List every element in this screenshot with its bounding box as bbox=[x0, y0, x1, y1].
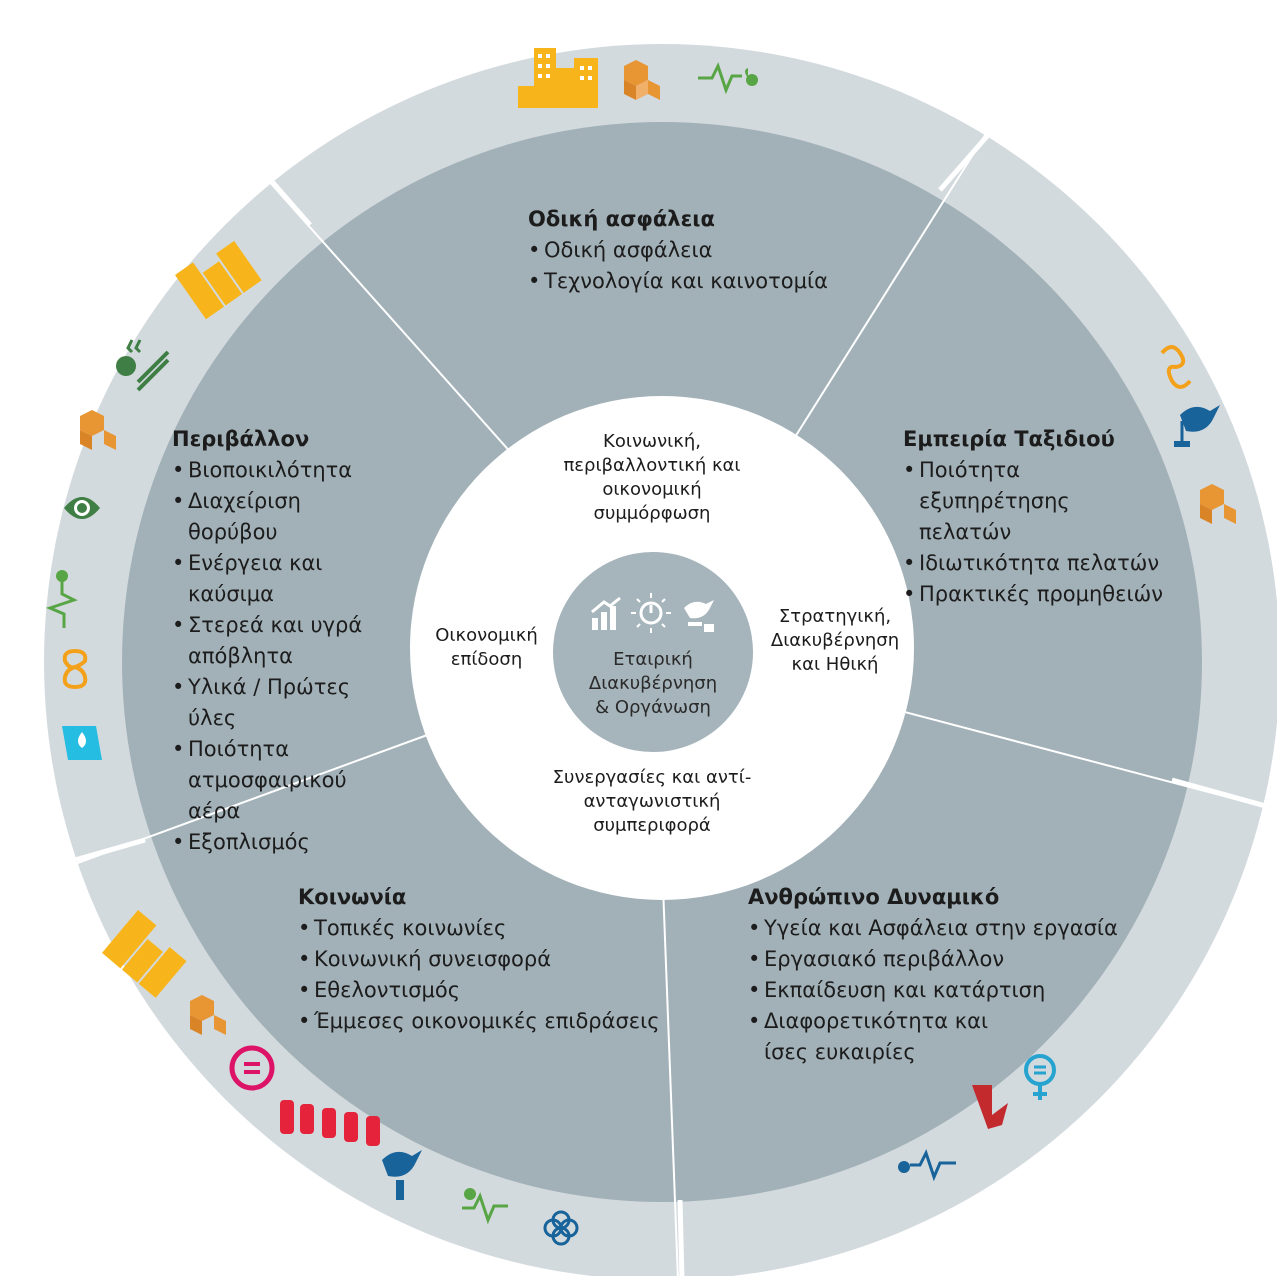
inner-ring-bottom-label: Συνεργασίες και αντί-ανταγωνιστική συμπε… bbox=[552, 767, 752, 836]
sustainable-cities-icon bbox=[518, 48, 598, 108]
hub-label: Εταιρική Διακυβέρνηση & Οργάνωση bbox=[588, 649, 718, 718]
life-on-land-icon bbox=[64, 497, 100, 519]
list-item: Εξοπλισμός bbox=[172, 827, 392, 858]
reduced-inequalities-icon bbox=[229, 1045, 275, 1091]
infinity-partnership-icon bbox=[62, 649, 88, 690]
segment-title: Εμπειρία Ταξιδιού bbox=[903, 427, 1115, 451]
no-poverty-icon bbox=[280, 1100, 380, 1146]
segment-title: Οδική ασφάλεια bbox=[528, 207, 715, 231]
partnership-flower-icon bbox=[543, 1210, 579, 1246]
segment-road-safety: Οδική ασφάλεια Οδική ασφάλεια Τεχνολογία… bbox=[528, 204, 828, 297]
list-item: Διαχείριση θορύβου bbox=[172, 486, 392, 548]
list-item: Ποιότητα ατμοσφαιρικού αέρα bbox=[172, 734, 358, 827]
list-item: Εργασιακό περιβάλλον bbox=[748, 944, 1118, 975]
segment-society: Κοινωνία Τοπικές κοινωνίες Κοινωνική συν… bbox=[298, 882, 668, 1037]
segment-title: Ανθρώπινο Δυναμικό bbox=[748, 885, 1000, 909]
growth-chart-icon bbox=[591, 596, 621, 630]
inner-ring-top-label: Κοινωνική, περιβαλλοντική και οικονομική… bbox=[563, 431, 741, 524]
health-heartbeat-icon bbox=[462, 1188, 508, 1225]
list-item: Τεχνολογία και καινοτομία bbox=[528, 266, 828, 297]
gender-equality-icon bbox=[1024, 1054, 1056, 1100]
health-heartbeat-icon bbox=[898, 1149, 956, 1182]
list-item: Κοινωνική συνεισφορά bbox=[298, 944, 668, 975]
list-item: Ποιότητα εξυπηρέτησης πελατών bbox=[903, 455, 1159, 548]
decent-work-icon bbox=[972, 1085, 1008, 1129]
sustainable-cities-icon bbox=[102, 910, 187, 998]
consumption-cubes-icon bbox=[1200, 484, 1236, 524]
list-item: Ενέργεια και καύσιμα bbox=[172, 548, 392, 610]
list-item: Οδική ασφάλεια bbox=[528, 235, 828, 266]
list-item: Ιδιωτικότητα πελατών bbox=[903, 548, 1173, 579]
list-item: Διαφορετικότητα και ίσες ευκαιρίες bbox=[748, 1006, 1034, 1068]
consumption-cubes-icon bbox=[80, 410, 116, 450]
list-item: Βιοποικιλότητα bbox=[172, 455, 392, 486]
list-item: Έμμεσες οικονομικές επιδράσεις bbox=[298, 1006, 668, 1037]
health-heartbeat-icon bbox=[698, 62, 758, 95]
climate-action-icon bbox=[116, 339, 170, 392]
list-item: Τοπικές κοινωνίες bbox=[298, 913, 668, 944]
consumption-cubes-icon bbox=[624, 60, 660, 100]
list-item: Πρακτικές προμηθειών bbox=[903, 579, 1173, 610]
segment-title: Κοινωνία bbox=[298, 885, 407, 909]
clean-water-icon bbox=[62, 726, 102, 760]
peace-justice-icon bbox=[382, 1150, 422, 1200]
inner-ring-right-label: Στρατηγική, Διακυβέρνηση και Ηθική bbox=[770, 606, 900, 675]
segment-title: Περιβάλλον bbox=[172, 427, 310, 451]
sustainable-cities-icon bbox=[175, 240, 262, 320]
segment-travel-experience: Εμπειρία Ταξιδιού Ποιότητα εξυπηρέτησης … bbox=[903, 424, 1173, 610]
health-heartbeat-icon bbox=[45, 570, 78, 628]
segment-environment: Περιβάλλον Βιοποικιλότητα Διαχείριση θορ… bbox=[172, 424, 392, 858]
inner-ring-left-label: Οικονομική επίδοση bbox=[435, 625, 538, 670]
peace-justice-icon bbox=[1174, 405, 1220, 447]
list-item: Εκπαίδευση και κατάρτιση bbox=[748, 975, 1118, 1006]
consumption-cubes-icon bbox=[190, 995, 226, 1035]
energy-sun-icon bbox=[631, 593, 671, 633]
infinity-partnership-icon bbox=[1160, 345, 1192, 389]
peace-dove-icon bbox=[684, 600, 714, 632]
list-item: Στερεά και υγρά απόβλητα bbox=[172, 610, 368, 672]
list-item: Υγεία και Ασφάλεια στην εργασία bbox=[748, 913, 1118, 944]
segment-human-resources: Ανθρώπινο Δυναμικό Υγεία και Ασφάλεια στ… bbox=[748, 882, 1118, 1068]
list-item: Υλικά / Πρώτες ύλες bbox=[172, 672, 392, 734]
list-item: Εθελοντισμός bbox=[298, 975, 668, 1006]
